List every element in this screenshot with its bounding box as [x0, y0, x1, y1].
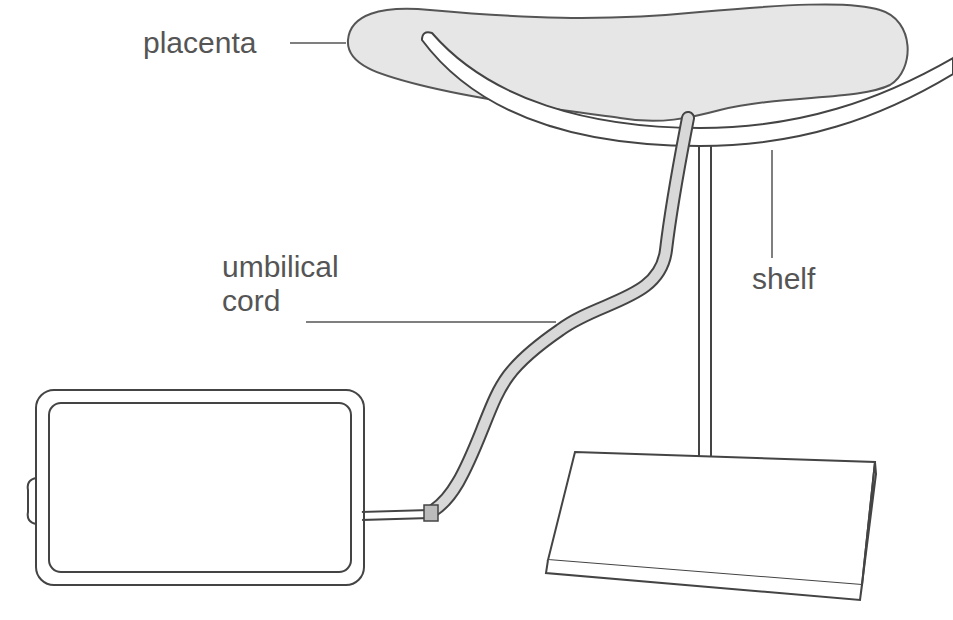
- tube-inner: [360, 514, 430, 516]
- leader-line: [306, 321, 556, 323]
- frame-tab: [28, 478, 36, 524]
- clamp: [424, 505, 438, 521]
- frame-outer: [36, 390, 364, 585]
- placenta-shape: [348, 4, 908, 121]
- part-label: umbilical cord: [222, 250, 372, 318]
- part-label: shelf: [752, 262, 872, 296]
- frame-inner: [49, 403, 351, 572]
- part-label: placenta: [143, 26, 293, 60]
- cord: [434, 118, 688, 510]
- shelf-base-edge: [546, 462, 876, 600]
- leader-line: [290, 42, 346, 44]
- cord-outline: [434, 118, 688, 510]
- leader-line: [771, 150, 773, 258]
